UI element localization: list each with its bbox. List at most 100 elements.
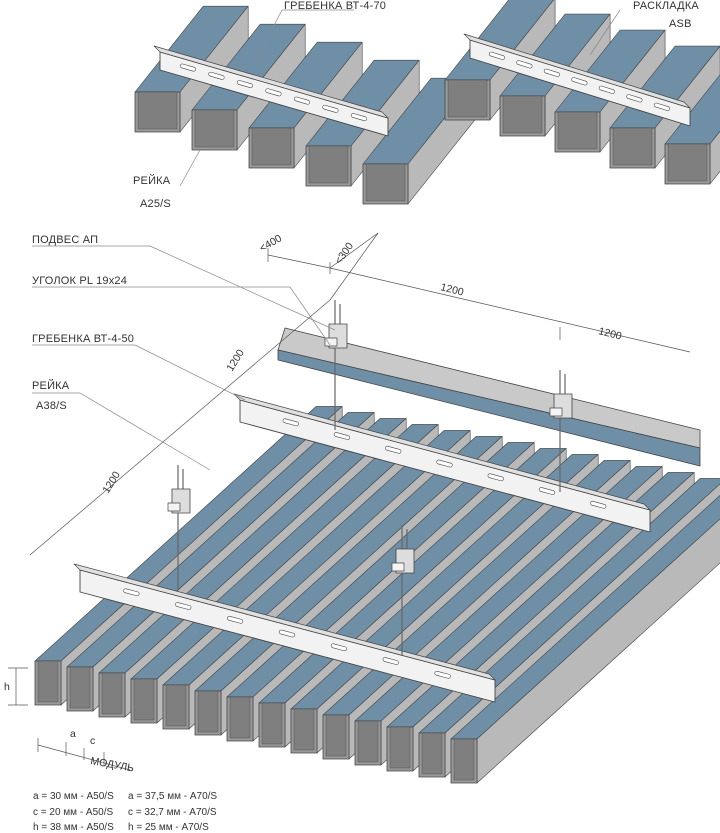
top-right-rail-channel: [612, 127, 653, 166]
top-left-comb-slot: [322, 104, 339, 113]
dim-modul: МОДУЛЬ: [89, 755, 135, 774]
dim-1200-right: 1200: [597, 325, 623, 342]
dimension-lines: [8, 232, 691, 771]
top-left-comb-slot: [179, 63, 197, 72]
main-ceiling-assembly: [34, 300, 720, 784]
main-comb-lower-slot: [330, 643, 347, 652]
label-raskladka-code: ASB: [669, 18, 692, 30]
main-comb-lower-slot: [434, 670, 451, 679]
top-left-comb-slot: [293, 96, 311, 105]
top-right-comb-slot: [653, 102, 670, 111]
main-rail-channel: [197, 690, 219, 733]
dim-c: c: [90, 735, 95, 747]
main-comb-upper-slot: [385, 445, 402, 454]
top-left-comb-slot: [350, 113, 368, 122]
top-right-comb-slot: [516, 60, 533, 69]
main-rail-channel: [69, 666, 91, 709]
label-ugolok: УГОЛОК PL 19x24: [32, 275, 127, 287]
main-rail-channel: [325, 714, 347, 757]
top-left-rail-channel: [251, 127, 292, 166]
main-comb-upper-slot: [436, 459, 453, 468]
main-rail-channel: [421, 732, 443, 775]
top-left-comb-slot: [236, 80, 254, 89]
top-right-rail-channel: [447, 79, 488, 118]
hanger-4: [391, 525, 415, 655]
top-left-comb-top: [153, 45, 389, 119]
main-comb-upper-slot: [333, 432, 351, 440]
top-left-rail-channel: [365, 163, 406, 202]
label-podves-ap: ПОДВЕС АП: [32, 234, 98, 246]
top-right-comb-slot: [488, 51, 505, 60]
top-right-comb-slot: [626, 94, 643, 103]
dim-1200-lower: 1200: [100, 469, 123, 495]
top-right-comb-top: [463, 33, 691, 109]
main-comb-upper-slot: [538, 487, 556, 495]
main-comb-upper: [233, 393, 651, 533]
top-right-comb-slot: [571, 77, 588, 86]
dim-300: <300: [333, 240, 356, 266]
leader-lines: [32, 9, 621, 471]
hanger-1-spring: [324, 337, 338, 347]
main-comb-upper-slot: [282, 418, 299, 427]
top-right-comb-slot: [598, 85, 615, 94]
legend-c-a70: c = 32,7 мм - A70/S: [128, 807, 217, 818]
main-comb-lower-top: [73, 563, 496, 681]
hanger-4-spring: [391, 562, 405, 572]
label-reika-top: РЕЙКА: [133, 174, 171, 187]
legend-h-a50: h = 38 мм - A50/S: [33, 822, 114, 833]
top-right-rail-channel: [502, 95, 543, 134]
main-comb-upper-top: [233, 393, 651, 511]
top-right-comb-slot: [543, 68, 560, 77]
top-left-comb: [153, 45, 389, 137]
top-right-rail-channel: [557, 111, 598, 150]
legend-h-a70: h = 25 мм - A70/S: [128, 822, 209, 833]
main-rail-channel: [357, 720, 379, 763]
dim-a: a: [70, 728, 76, 740]
main-rail-channel: [389, 726, 411, 769]
label-reika-main: РЕЙКА: [32, 379, 70, 392]
main-comb-lower-slot: [382, 657, 399, 665]
legend: a = 30 мм - A50/S c = 20 мм - A50/S h = …: [33, 791, 217, 833]
hanger-2: [549, 370, 573, 492]
dim-1200-upper: 1200: [224, 347, 247, 373]
top-right-rail-channel: [667, 143, 708, 182]
top-left-comb-slot: [208, 71, 225, 80]
legend-a-a50: a = 30 мм - A50/S: [33, 791, 114, 802]
main-rail-channel: [261, 702, 283, 745]
top-right-assembly: [444, 0, 720, 185]
top-left-rail: [248, 41, 363, 169]
main-comb-upper-slot: [590, 500, 607, 509]
label-grebenka-bt-4-70: ГРЕБЕНКА ВТ-4-70: [284, 0, 386, 12]
hanger-3: [167, 465, 191, 590]
main-comb-lower-slot: [278, 629, 296, 638]
top-left-rail-channel: [137, 91, 178, 130]
label-raskladka: РАСКЛАДКА: [633, 0, 699, 12]
main-rail-channel: [133, 678, 155, 721]
main-rail-channel: [165, 684, 187, 727]
main-rail-channel: [453, 738, 475, 781]
legend-a-a70: a = 37,5 мм - A70/S: [128, 791, 217, 802]
dim-h: h: [4, 681, 10, 693]
main-comb-lower-slot: [175, 602, 192, 610]
label-reika-top-code: A25/S: [140, 198, 171, 210]
hanger-3-spring: [167, 502, 181, 512]
top-left-rail-channel: [194, 109, 235, 148]
hanger-2-spring: [549, 407, 563, 417]
main-rail-channel: [101, 672, 123, 715]
labels: ГРЕБЕНКА ВТ-4-70 РАСКЛАДКА ASB РЕЙКА A25…: [32, 0, 699, 412]
main-comb-upper-slot: [487, 473, 504, 482]
top-right-rail: [664, 74, 720, 185]
label-reika-main-code: A38/S: [36, 400, 67, 412]
dim-400: <400: [258, 232, 285, 254]
top-left-rail-channel: [308, 145, 349, 184]
main-rail-channel: [37, 660, 59, 703]
main-rail: [450, 495, 720, 784]
label-grebenka-bt-4-50: ГРЕБЕНКА ВТ-4-50: [32, 333, 134, 345]
legend-c-a50: c = 20 мм - A50/S: [33, 807, 114, 818]
dim-1200-top: 1200: [439, 281, 465, 298]
main-comb-lower: [73, 563, 496, 703]
main-comb-lower-slot: [227, 615, 244, 624]
main-rail-channel: [293, 708, 315, 751]
main-comb-lower-slot: [123, 588, 140, 597]
main-rail-channel: [229, 696, 251, 739]
